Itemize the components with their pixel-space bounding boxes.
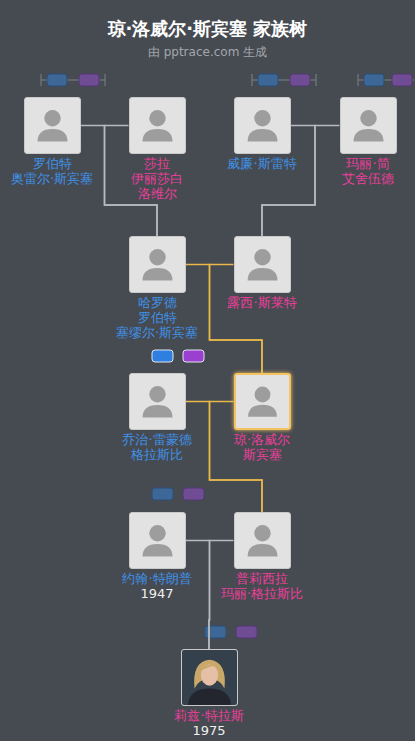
- avatar-shoulders: [247, 544, 277, 557]
- person-name: 威廉·斯雷特: [197, 156, 327, 171]
- toggle-pill: [392, 74, 412, 86]
- avatar-icon: [236, 375, 289, 428]
- toggle-pill: [236, 626, 257, 638]
- person-name: 乔治·雷蒙德 格拉斯比: [92, 432, 222, 462]
- avatar-icon: [235, 237, 290, 292]
- avatar-head: [149, 386, 165, 402]
- person-name: 玛丽·简 艾舍伍德: [303, 156, 415, 186]
- chart-title: 琼·洛威尔·斯宾塞 家族树: [0, 18, 415, 40]
- avatar-icon: [235, 513, 290, 568]
- avatar-frame: [234, 512, 291, 569]
- birth-year: 1947: [92, 586, 222, 601]
- avatar-icon: [235, 98, 290, 153]
- portrait-bg: [182, 650, 237, 705]
- portrait-hair: [194, 660, 225, 689]
- avatar-head: [254, 525, 270, 541]
- avatar-head: [360, 110, 376, 126]
- avatar-icon: [25, 98, 80, 153]
- avatar-shoulders: [37, 129, 67, 142]
- avatar-shoulders: [247, 268, 277, 281]
- parent-toggle: [152, 488, 204, 500]
- avatar-icon: [130, 237, 185, 292]
- toggle-wire: [252, 74, 253, 86]
- person-name: 莉兹·特拉斯: [144, 708, 274, 723]
- person-node: 露西·斯莱特: [197, 236, 327, 310]
- family-link: [186, 541, 210, 650]
- person-node: 莉兹·特拉斯1975: [144, 649, 274, 738]
- avatar-shoulders: [142, 268, 172, 281]
- person-name: 哈罗德 罗伯特 塞缪尔·斯宾塞: [92, 295, 222, 340]
- person-node: 琼·洛威尔 斯宾塞: [197, 373, 327, 462]
- parent-toggle: [252, 74, 316, 86]
- person-name: 罗伯特 奥雷尔·斯宾塞: [0, 156, 117, 186]
- portrait-face: [200, 664, 217, 685]
- avatar-shoulders: [248, 405, 277, 417]
- avatar-frame: [129, 236, 186, 293]
- avatar-icon: [341, 98, 396, 153]
- avatar-frame: [234, 236, 291, 293]
- toggle-wire: [41, 74, 42, 86]
- person-node: 普莉西拉 玛丽·格拉斯比: [197, 512, 327, 601]
- toggle-pill: [152, 488, 173, 500]
- avatar-frame: [129, 373, 186, 430]
- person-node: 哈罗德 罗伯特 塞缪尔·斯宾塞: [92, 236, 222, 340]
- avatar-shoulders: [142, 405, 172, 418]
- portrait: [182, 650, 237, 705]
- toggle-pill: [183, 488, 204, 500]
- avatar-shoulders: [353, 129, 383, 142]
- person-name: 普莉西拉 玛丽·格拉斯比: [197, 571, 327, 601]
- toggle-pill: [205, 626, 226, 638]
- portrait-frame: [181, 649, 238, 706]
- avatar-icon: [130, 513, 185, 568]
- toggle-pill: [183, 350, 204, 362]
- toggle-pill: [152, 350, 173, 362]
- avatar-frame: [234, 373, 291, 430]
- toggle-wire: [358, 74, 359, 86]
- person-name: 约翰·特朗普: [92, 571, 222, 586]
- portrait-fringe: [200, 665, 218, 671]
- person-node: 罗伯特 奥雷尔·斯宾塞: [0, 97, 117, 186]
- person-name: 露西·斯莱特: [197, 295, 327, 310]
- avatar-head: [254, 110, 270, 126]
- portrait-body: [187, 689, 230, 705]
- avatar-shoulders: [142, 544, 172, 557]
- toggle-pill: [47, 74, 67, 86]
- person-node: 约翰·特朗普1947: [92, 512, 222, 601]
- avatar-head: [44, 110, 60, 126]
- person-node: 莎拉 伊丽莎白 洛维尔: [92, 97, 222, 201]
- avatar-frame: [129, 97, 186, 154]
- avatar-head: [254, 249, 270, 265]
- toggle-pill: [258, 74, 278, 86]
- parent-toggle: [152, 350, 204, 362]
- avatar-frame: [340, 97, 397, 154]
- avatar-icon: [130, 98, 185, 153]
- toggle-pill: [79, 74, 99, 86]
- avatar-head: [149, 249, 165, 265]
- parent-toggle: [205, 626, 257, 638]
- avatar-icon: [130, 374, 185, 429]
- toggle-pill: [364, 74, 384, 86]
- avatar-frame: [234, 97, 291, 154]
- birth-year: 1975: [144, 723, 274, 738]
- avatar-frame: [129, 512, 186, 569]
- avatar-head: [149, 110, 165, 126]
- toggle-wire: [105, 74, 106, 86]
- person-node: 玛丽·简 艾舍伍德: [303, 97, 415, 186]
- chart-caption: 由 pptrace.com 生成: [0, 45, 415, 59]
- avatar-head: [254, 387, 270, 403]
- toggle-wire: [316, 74, 317, 86]
- toggle-pill: [290, 74, 310, 86]
- person-node: 威廉·斯雷特: [197, 97, 327, 171]
- person-name: 琼·洛威尔 斯宾塞: [197, 432, 327, 462]
- parent-toggle: [358, 74, 414, 86]
- person-node: 乔治·雷蒙德 格拉斯比: [92, 373, 222, 462]
- avatar-shoulders: [142, 129, 172, 142]
- avatar-head: [149, 525, 165, 541]
- parent-toggle: [41, 74, 105, 86]
- avatar-frame: [24, 97, 81, 154]
- avatar-shoulders: [247, 129, 277, 142]
- person-name: 莎拉 伊丽莎白 洛维尔: [92, 156, 222, 201]
